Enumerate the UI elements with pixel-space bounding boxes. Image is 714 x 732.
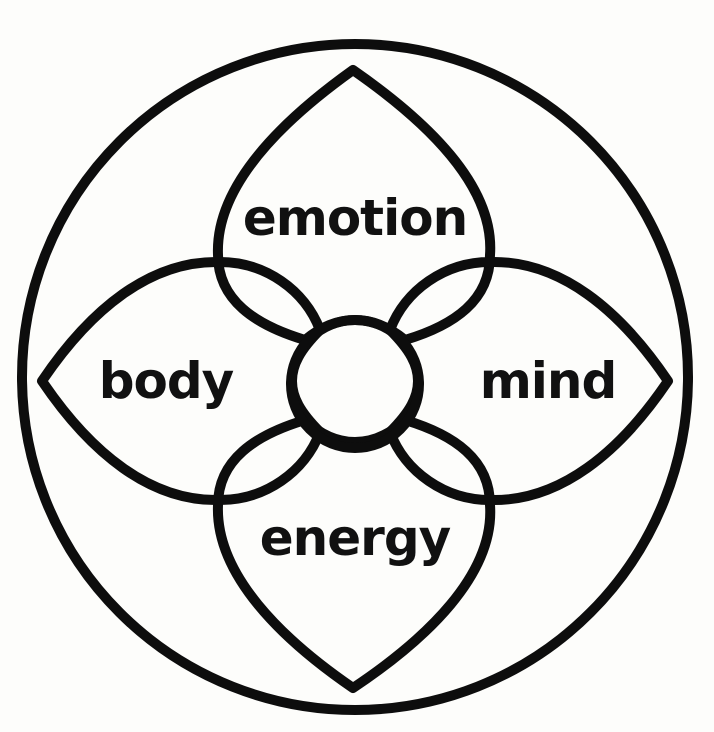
- label-emotion: emotion: [243, 189, 467, 247]
- outer-circle: [17, 39, 693, 715]
- label-energy: energy: [260, 509, 451, 567]
- label-body: body: [99, 352, 234, 410]
- petal-bottom: [212, 415, 496, 693]
- center-circle: [286, 315, 424, 453]
- label-mind: mind: [480, 352, 617, 410]
